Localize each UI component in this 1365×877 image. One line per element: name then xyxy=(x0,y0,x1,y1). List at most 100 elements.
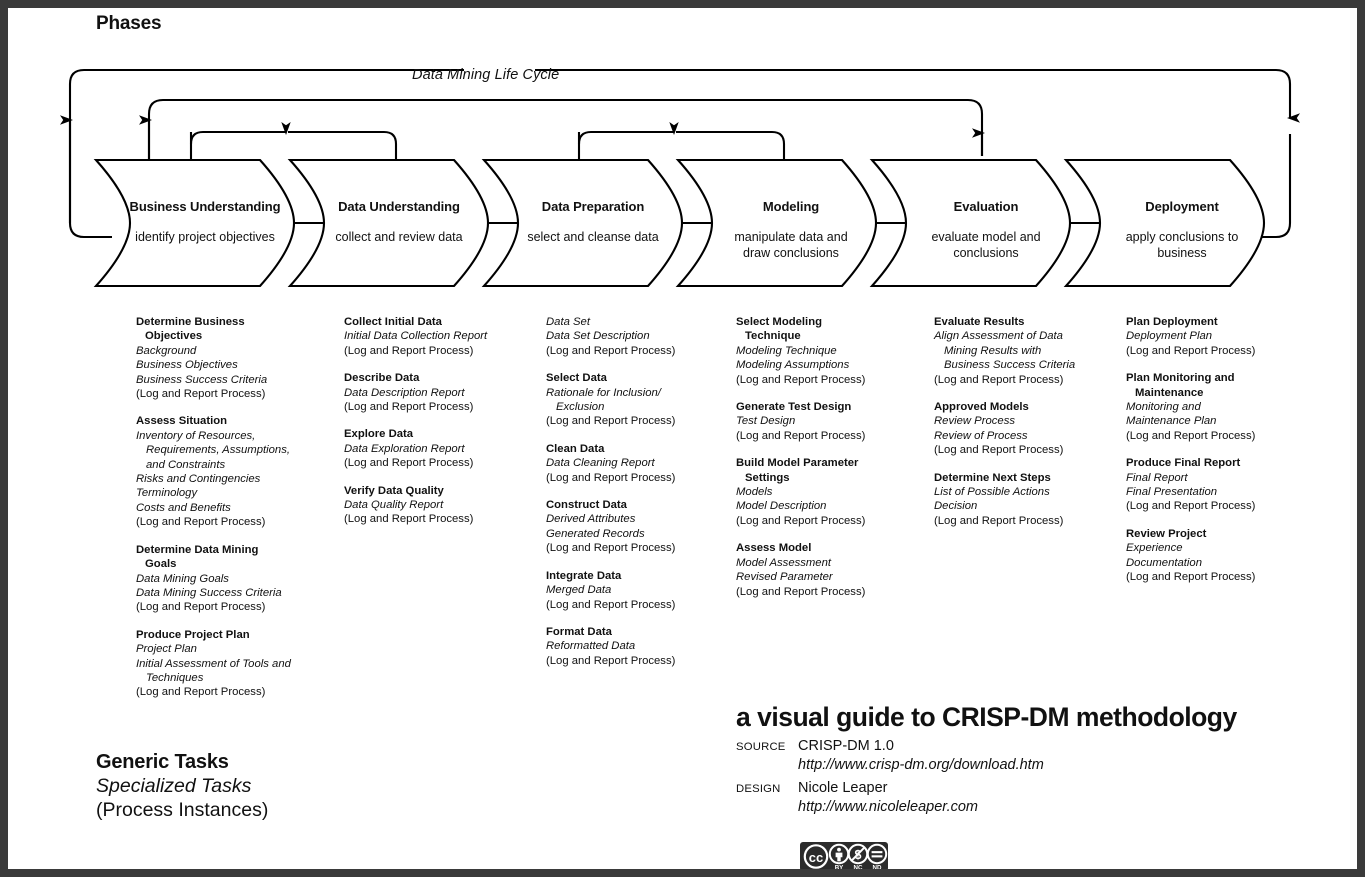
task-name: Evaluate Results xyxy=(934,316,1025,328)
design-name: Nicole Leaper xyxy=(798,780,888,796)
phase-description: collect and review data xyxy=(335,230,463,244)
task-process-instance: (Log and Report Process) xyxy=(546,542,676,555)
task-output: Final Presentation xyxy=(1126,486,1218,499)
task-output: List of Possible Actions xyxy=(934,486,1050,499)
cc-nd-icon: ND xyxy=(866,843,888,869)
task-process-instance: (Log and Report Process) xyxy=(736,429,866,442)
task-outputs: Data Description Report xyxy=(344,386,539,400)
task-output: Data Exploration Report xyxy=(344,442,465,455)
phase-name: Business Understanding xyxy=(129,199,281,214)
task-output: and Constraints xyxy=(146,458,226,471)
phase-description: select and cleanse data xyxy=(527,230,659,244)
task-process-instance: (Log and Report Process) xyxy=(546,598,676,611)
task-process-instance: (Log and Report Process) xyxy=(934,444,1064,457)
phase-name: Data Preparation xyxy=(541,199,645,214)
task-name: Describe Data xyxy=(344,372,420,385)
phase-name: Evaluation xyxy=(953,199,1019,214)
task-process-instance: (Log and Report Process) xyxy=(1126,571,1256,584)
task-name: Assess Situation xyxy=(136,415,228,428)
task-output: Risks and Contingencies xyxy=(136,473,261,486)
task-name: Plan Deployment xyxy=(1126,316,1218,328)
task-output: Final Report xyxy=(1126,471,1188,484)
task-outputs: Test Design xyxy=(736,414,926,428)
task-output: Business Objectives xyxy=(136,359,238,372)
source-name: CRISP-DM 1.0 xyxy=(798,738,894,754)
source-url[interactable]: http://www.crisp-dm.org/download.htm xyxy=(798,757,1044,773)
task-output: Data Description Report xyxy=(344,386,465,399)
task-name-continued: Objectives xyxy=(145,330,203,343)
svg-text:BY: BY xyxy=(835,864,844,869)
task-output: Requirements, Assumptions, xyxy=(146,444,290,457)
task-process-instance: (Log and Report Process) xyxy=(934,514,1064,527)
loop-modeling-to-data-preparation xyxy=(577,122,786,160)
task-process-instance: (Log and Report Process) xyxy=(736,514,866,527)
poster-canvas: Phases xyxy=(8,8,1357,869)
phase-description: identify project objectives xyxy=(135,230,275,244)
task-outputs: Data Exploration Report xyxy=(344,442,539,456)
task-name: Approved Models xyxy=(934,401,1029,414)
task-outputs: Rationale for Inclusion/Exclusion xyxy=(546,386,736,415)
task-output: Data Quality Report xyxy=(344,499,444,512)
task-name: Collect Initial Data xyxy=(344,316,442,328)
task-output: Initial Data Collection Report xyxy=(344,330,488,343)
task-output: Reformatted Data xyxy=(546,640,636,653)
task-output: Project Plan xyxy=(136,643,197,656)
task-output: Modeling Technique xyxy=(736,344,837,357)
task-output: Merged Data xyxy=(546,584,612,597)
task-output: Costs and Benefits xyxy=(136,501,231,514)
task-name-continued: Maintenance xyxy=(1135,386,1204,399)
life-cycle-outer-loop xyxy=(60,68,1300,239)
source-label: SOURCE xyxy=(736,741,786,753)
task-output: Models xyxy=(736,486,773,499)
cc-nc-label: NC xyxy=(854,864,863,869)
design-label: DESIGN xyxy=(736,783,781,795)
phase-3: Data Preparation select and cleanse data xyxy=(498,199,688,246)
task-output: Initial Assessment of Tools and xyxy=(136,657,291,670)
task-name: Review Project xyxy=(1126,527,1207,540)
design-url[interactable]: http://www.nicoleleaper.com xyxy=(798,799,978,815)
task-output: Exclusion xyxy=(556,401,605,414)
task-process-instance: (Log and Report Process) xyxy=(1126,429,1256,442)
task-process-instance: (Log and Report Process) xyxy=(546,344,676,357)
task-output: Data Set xyxy=(546,316,590,328)
task-process-instance: (Log and Report Process) xyxy=(736,373,866,386)
creative-commons-license-badge[interactable]: cc BY $ ND NC xyxy=(800,842,888,869)
credits-block: a visual guide to CRISP-DM methodology S… xyxy=(736,702,1237,817)
task-name: Produce Project Plan xyxy=(136,628,250,641)
task-output: Inventory of Resources, xyxy=(136,429,256,442)
task-process-instance: (Log and Report Process) xyxy=(344,401,474,414)
task-name: Produce Final Report xyxy=(1126,457,1241,470)
svg-text:cc: cc xyxy=(809,850,823,865)
task-process-instance: (Log and Report Process) xyxy=(344,513,474,526)
task-name: Explore Data xyxy=(344,428,414,441)
task-output: Documentation xyxy=(1126,556,1202,569)
